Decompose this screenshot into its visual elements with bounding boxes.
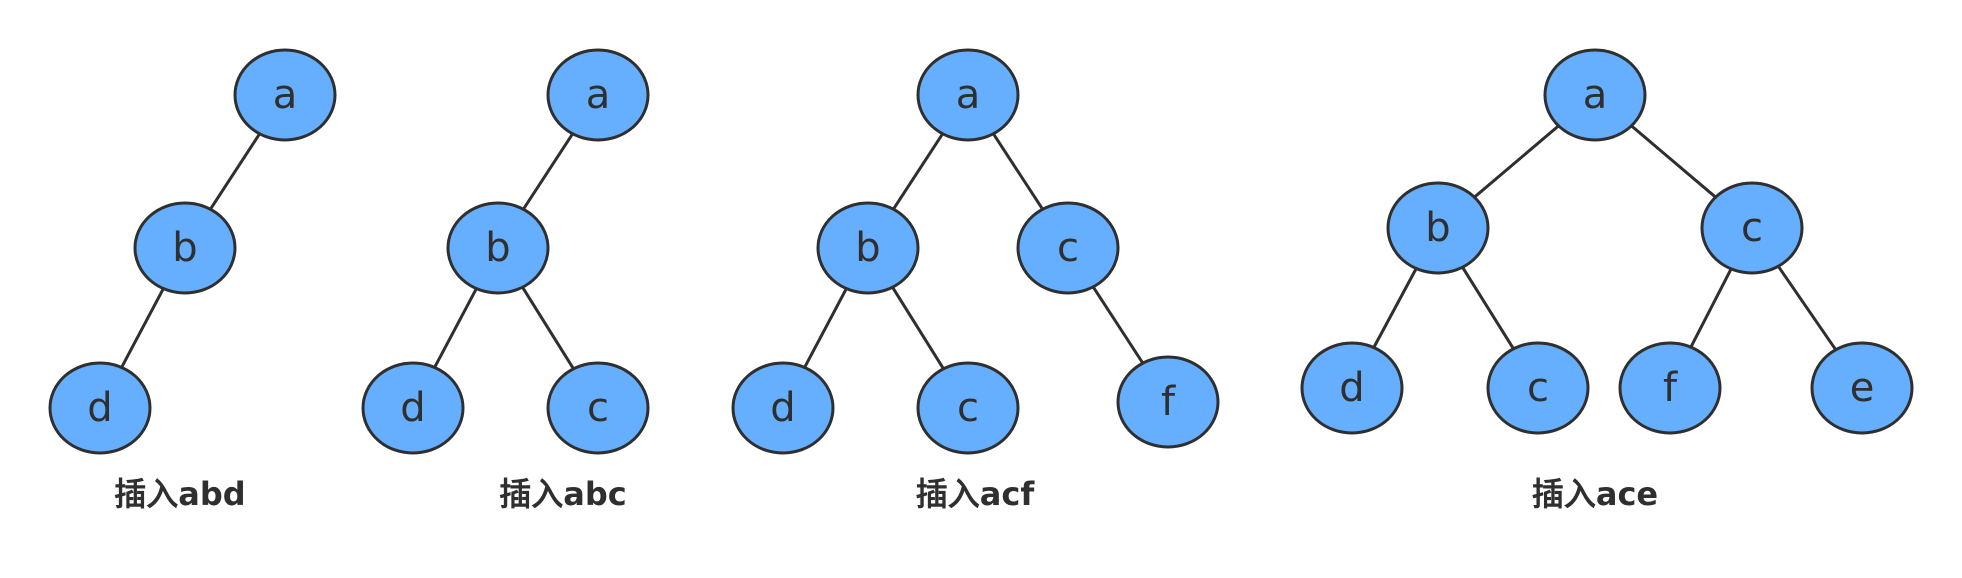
node-circle — [233, 48, 337, 142]
node-label: b — [1425, 205, 1450, 251]
node-label: e — [1850, 365, 1875, 411]
node-label: a — [1583, 72, 1608, 118]
node-label: c — [957, 385, 979, 431]
node-b: b — [1386, 181, 1490, 275]
edge-a-b — [208, 132, 262, 211]
node-f: f — [1116, 355, 1220, 449]
node-b: b — [133, 201, 237, 295]
node-f: f — [1618, 341, 1722, 435]
node-a: a — [233, 48, 337, 142]
node-circle — [916, 48, 1020, 142]
edge-b-d — [803, 287, 848, 369]
node-label: f — [1663, 365, 1678, 411]
node-label: d — [770, 385, 795, 431]
caption-insert-ace: 插入ace — [1532, 475, 1658, 513]
edge-b-c2 — [1461, 265, 1515, 351]
node-c2: c — [1486, 341, 1590, 435]
node-label: a — [273, 72, 298, 118]
node-circle — [816, 201, 920, 295]
node-label: b — [172, 225, 197, 271]
node-e: e — [1810, 341, 1914, 435]
node-b: b — [816, 201, 920, 295]
tree-insert-abd: a b d 插入abd — [48, 48, 337, 513]
node-circle — [916, 361, 1020, 455]
node-label: b — [855, 225, 880, 271]
edge-a-c — [1629, 124, 1718, 199]
caption-insert-acf: 插入acf — [916, 475, 1036, 513]
node-label: d — [1339, 365, 1364, 411]
node-label: d — [87, 385, 112, 431]
node-circle — [546, 48, 650, 142]
node-circle — [446, 201, 550, 295]
caption-insert-abd: 插入abd — [114, 475, 245, 513]
edge-b-c2 — [891, 285, 945, 371]
edge-a-c — [991, 132, 1045, 211]
tree-insert-ace: a b c d c f e 插入ace — [1300, 48, 1914, 513]
node-circle — [1700, 181, 1804, 275]
node-label: c — [1527, 365, 1549, 411]
node-label: d — [400, 385, 425, 431]
edge-c-f — [1689, 267, 1733, 349]
node-circle — [1810, 341, 1914, 435]
node-d: d — [48, 361, 152, 455]
node-d: d — [1300, 341, 1404, 435]
node-label: a — [586, 72, 611, 118]
node-c: c — [1700, 181, 1804, 275]
node-label: a — [956, 72, 981, 118]
node-circle — [1300, 341, 1404, 435]
node-circle — [731, 361, 835, 455]
node-c: c — [546, 361, 650, 455]
caption-insert-abc: 插入abc — [499, 475, 626, 513]
node-circle — [1486, 341, 1590, 435]
node-a: a — [1543, 48, 1647, 142]
node-circle — [361, 361, 465, 455]
node-label: b — [485, 225, 510, 271]
node-label: c — [1057, 225, 1079, 271]
node-c: c — [1016, 201, 1120, 295]
node-circle — [48, 361, 152, 455]
node-label: c — [587, 385, 609, 431]
edge-b-d — [433, 287, 478, 369]
node-a: a — [916, 48, 1020, 142]
tree-insert-abc: a b d c 插入abc — [361, 48, 650, 513]
edge-b-c — [521, 285, 575, 371]
node-circle — [1116, 355, 1220, 449]
edge-c-f — [1091, 285, 1145, 365]
node-circle — [133, 201, 237, 295]
node-circle — [1618, 341, 1722, 435]
node-circle — [1543, 48, 1647, 142]
node-circle — [546, 361, 650, 455]
node-a: a — [546, 48, 650, 142]
node-label: c — [1741, 205, 1763, 251]
node-circle — [1016, 201, 1120, 295]
node-label: f — [1161, 379, 1176, 425]
node-b: b — [446, 201, 550, 295]
edge-b-d — [1372, 267, 1418, 349]
edge-a-b — [521, 132, 575, 211]
node-c2: c — [916, 361, 1020, 455]
node-circle — [1386, 181, 1490, 275]
edge-a-b — [1472, 124, 1561, 199]
node-d: d — [731, 361, 835, 455]
tree-insert-acf: a b c d c f 插入acf — [731, 48, 1220, 513]
edge-c-e — [1776, 264, 1838, 352]
edge-b-d — [120, 287, 165, 369]
node-d: d — [361, 361, 465, 455]
edge-a-b — [891, 132, 945, 211]
